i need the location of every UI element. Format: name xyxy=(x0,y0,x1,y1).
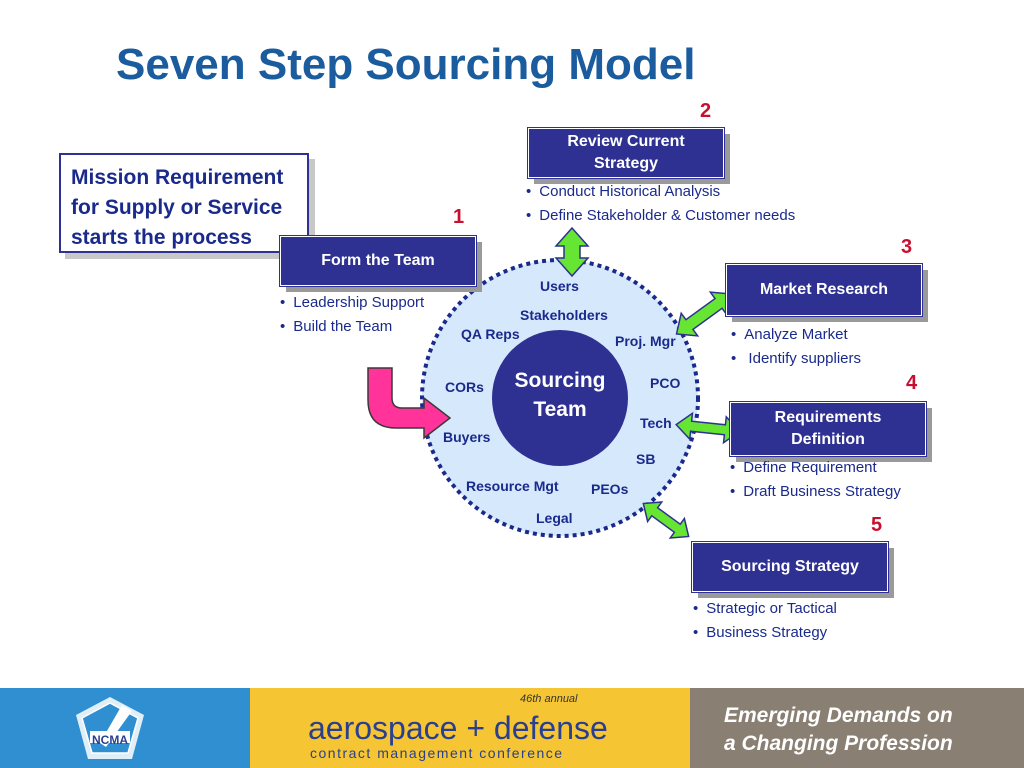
step5-bullet-2: Business Strategy xyxy=(689,621,837,645)
step4-label-line-2: Definition xyxy=(791,431,865,448)
footer-logo-panel xyxy=(0,688,250,768)
ring-member-resource-mgt: Resource Mgt xyxy=(466,478,559,494)
step2-label-line-2: Strategy xyxy=(593,155,659,172)
tagline-line-1: Emerging Demands on xyxy=(724,704,953,727)
mission-line-3: starts the process xyxy=(71,226,252,249)
ring-member-proj-mgr: Proj. Mgr xyxy=(615,333,676,349)
footer-tagline-panel xyxy=(690,688,1024,768)
step4-label-line-1: Requirements xyxy=(774,409,882,426)
ring-member-legal: Legal xyxy=(536,510,573,526)
step3-label: Market Research xyxy=(759,281,889,298)
ring-member-qa-reps: QA Reps xyxy=(461,326,520,342)
step4-bullet-2: Draft Business Strategy xyxy=(726,480,901,504)
ring-member-users: Users xyxy=(540,278,579,294)
step4-requirements-definition-box: Requirements Definition xyxy=(729,401,927,457)
step2-label-line-1: Review Current xyxy=(567,133,685,150)
step5-connector-arrow xyxy=(642,501,690,539)
ncma-logo-icon xyxy=(76,697,144,759)
step5-label: Sourcing Strategy xyxy=(721,558,859,575)
step4-bullets: Define Requirement Draft Business Strate… xyxy=(726,456,901,504)
step4-number: 4 xyxy=(906,372,918,394)
step2-bullets: Conduct Historical Analysis Define Stake… xyxy=(522,180,795,228)
step1-bullet-2: Build the Team xyxy=(276,315,424,339)
step3-bullet-1: Analyze Market xyxy=(727,323,861,347)
step5-sourcing-strategy-box: Sourcing Strategy xyxy=(691,541,889,593)
conference-title: aerospace + defense xyxy=(308,710,608,746)
step5-number: 5 xyxy=(871,514,883,536)
step2-bullet-1: Conduct Historical Analysis xyxy=(522,180,795,204)
step2-number: 2 xyxy=(700,100,712,122)
step1-bullets: Leadership Support Build the Team xyxy=(276,291,424,339)
mission-box: Mission Requirement for Supply or Servic… xyxy=(59,153,309,253)
tagline-line-2: a Changing Profession xyxy=(724,732,953,755)
step3-market-research-box: Market Research xyxy=(725,263,923,317)
ring-member-sb: SB xyxy=(636,451,656,467)
step2-connector-arrow xyxy=(554,226,590,278)
step1-label: Form the Team xyxy=(321,252,435,269)
mission-line-1: Mission Requirement xyxy=(71,166,284,189)
step5-bullets: Strategic or Tactical Business Strategy xyxy=(689,597,837,645)
conference-tagline: Emerging Demands on a Changing Professio… xyxy=(724,702,953,758)
ring-member-tech: Tech xyxy=(640,415,672,431)
ring-member-peos: PEOs xyxy=(591,481,629,497)
step3-number: 3 xyxy=(901,236,913,258)
step4-bullet-1: Define Requirement xyxy=(726,456,901,480)
step1-bullet-1: Leadership Support xyxy=(276,291,424,315)
ring-member-pco: PCO xyxy=(650,375,681,391)
ring-member-stakeholders: Stakeholders xyxy=(520,307,608,323)
conference-edition: 46th annual xyxy=(520,693,578,705)
step1-number: 1 xyxy=(453,206,465,228)
page-title: Seven Step Sourcing Model xyxy=(116,40,696,89)
center-line-1: Sourcing xyxy=(514,369,606,392)
step2-bullet-2: Define Stakeholder & Customer needs xyxy=(522,204,795,228)
ncma-logo-text: NCMA xyxy=(92,733,128,747)
step3-bullets: Analyze Market Identify suppliers xyxy=(727,323,861,371)
step1-form-the-team-box: Form the Team xyxy=(279,235,477,287)
ring-member-cors: CORs xyxy=(445,379,484,395)
step5-bullet-1: Strategic or Tactical xyxy=(689,597,837,621)
footer-conference-panel xyxy=(250,688,690,768)
step2-review-strategy-box: Review Current Strategy xyxy=(527,127,725,179)
sourcing-team-label: Sourcing Team xyxy=(492,366,628,424)
sourcing-team-center xyxy=(492,330,628,466)
step3-bullet-2: Identify suppliers xyxy=(727,347,861,371)
conference-subtitle: contract management conference xyxy=(310,745,564,761)
mission-line-2: for Supply or Service xyxy=(71,196,283,219)
footer-banner: 46th annual aerospace + defense contract… xyxy=(0,688,1024,768)
ring-member-buyers: Buyers xyxy=(443,429,491,445)
center-line-2: Team xyxy=(533,398,587,421)
mission-feed-arrow xyxy=(367,367,452,440)
